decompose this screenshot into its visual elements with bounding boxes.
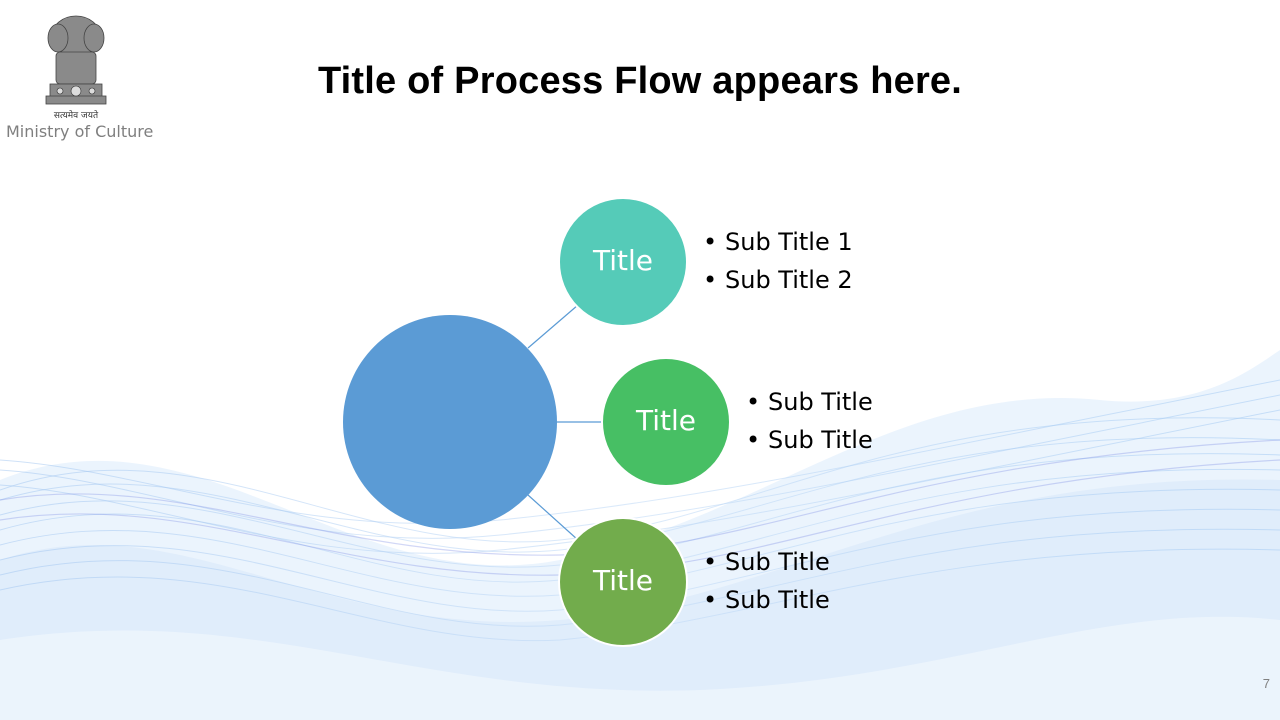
national-emblem-icon — [45, 15, 107, 105]
node-circle-3[interactable] — [558, 517, 688, 647]
slide-title: Title of Process Flow appears here. — [317, 60, 963, 102]
bullet-item: Sub Title — [703, 543, 830, 581]
node-1-bullets: Sub Title 1 Sub Title 2 — [703, 223, 853, 299]
ministry-name: Ministry of Culture — [6, 122, 154, 141]
connector-line-3 — [527, 494, 579, 541]
bullet-item: Sub Title — [746, 383, 873, 421]
node-title-3: Title — [592, 564, 653, 597]
node-circle-1[interactable] — [558, 197, 688, 327]
emblem-motto: सत्यमेव जयते — [53, 111, 99, 121]
node-title-2: Title — [635, 404, 696, 437]
hub-circle — [343, 315, 557, 529]
node-title-1: Title — [592, 244, 653, 277]
node-3-bullets: Sub Title Sub Title — [703, 543, 830, 619]
bullet-item: Sub Title 1 — [703, 223, 853, 261]
node-circle-2[interactable] — [601, 357, 731, 487]
page-number: 7 — [1262, 676, 1270, 691]
bullet-item: Sub Title — [703, 581, 830, 619]
bullet-item: Sub Title — [746, 421, 873, 459]
bullet-item: Sub Title 2 — [703, 261, 853, 299]
connector-line-1 — [527, 304, 579, 349]
node-2-bullets: Sub Title Sub Title — [746, 383, 873, 459]
